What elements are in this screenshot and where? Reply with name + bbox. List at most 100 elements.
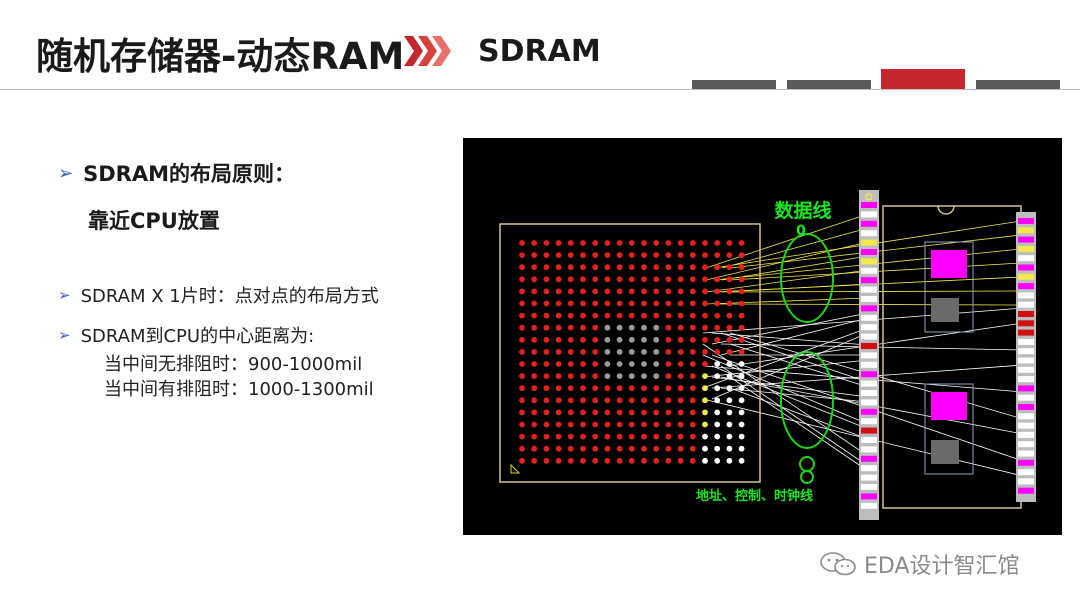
bga-ball	[702, 397, 708, 404]
strip-pad	[1018, 218, 1034, 224]
nav-tab-1	[692, 80, 776, 90]
bga-ball	[592, 300, 599, 307]
bga-ball	[726, 324, 733, 331]
strip-pad	[1018, 320, 1034, 327]
bga-ball	[616, 445, 623, 452]
bga-ball	[519, 409, 525, 416]
bga-ball	[677, 288, 684, 295]
bga-ball	[580, 433, 586, 440]
bga-ball	[653, 409, 660, 416]
bga-ball	[543, 373, 550, 379]
chip-pad	[931, 298, 959, 322]
bga-ball	[519, 373, 525, 379]
bga-ball	[738, 336, 745, 343]
bga-ball	[543, 445, 550, 452]
bga-ball	[592, 421, 599, 428]
bga-ball	[628, 264, 635, 271]
bga-ball	[567, 409, 574, 416]
bga-ball	[580, 409, 586, 416]
bga-ball	[604, 397, 611, 404]
bga-ball	[543, 349, 550, 355]
bga-ball	[677, 312, 684, 319]
bga-ball	[592, 312, 599, 319]
bga-ball	[555, 421, 562, 428]
bga-ball	[555, 409, 562, 416]
bga-ball	[726, 421, 733, 428]
bga-ball	[616, 409, 623, 416]
bga-ball	[519, 276, 525, 283]
bga-ball	[628, 397, 635, 404]
strip-pad	[861, 286, 877, 293]
strip-pad	[861, 493, 877, 500]
bga-ball	[677, 336, 684, 343]
bga-ball	[555, 349, 562, 355]
bga-ball	[689, 445, 696, 452]
strip-pad	[861, 418, 877, 425]
bga-ball	[592, 373, 599, 379]
bga-ball	[567, 445, 574, 452]
bga-ball	[567, 312, 574, 319]
bga-ball	[580, 324, 586, 331]
bga-ball	[531, 312, 538, 319]
bullet-label: SDRAM X 1片时：点对点的布局方式	[80, 286, 379, 307]
bga-ball	[555, 373, 562, 379]
strip-pad	[1018, 264, 1034, 271]
bga-ball	[531, 421, 538, 428]
bga-ball	[738, 421, 745, 428]
bga-ball	[665, 349, 672, 355]
bga-ball	[531, 349, 538, 355]
bga-ball	[714, 385, 721, 392]
arrow-bullet-icon: ➢	[58, 326, 71, 344]
nav-tab-4	[976, 80, 1060, 90]
bga-ball	[555, 312, 562, 319]
bga-ball	[641, 445, 647, 452]
bga-ball	[726, 288, 733, 295]
bga-ball	[567, 397, 574, 404]
bga-ball	[665, 336, 672, 343]
bga-ball	[653, 421, 660, 428]
watermark-text: EDA设计智汇馆	[864, 554, 1020, 579]
bga-ball	[641, 240, 647, 246]
bga-ball	[531, 445, 538, 452]
distance-line-no-resistor: 当中间无排阻时：900-1000mil	[104, 354, 363, 375]
strip-pad	[861, 455, 877, 462]
bga-ball	[677, 409, 684, 416]
bga-ball	[726, 457, 733, 464]
bga-ball	[726, 264, 733, 271]
bga-ball	[726, 349, 733, 355]
bga-ball	[555, 276, 562, 283]
bga-ball	[604, 312, 611, 319]
bga-ball	[714, 264, 721, 271]
bga-ball	[726, 276, 733, 283]
bga-ball	[665, 264, 672, 271]
bga-ball	[653, 349, 660, 355]
bga-ball	[738, 457, 745, 464]
chip-pad	[931, 392, 967, 420]
bga-ball	[628, 433, 635, 440]
bga-ball	[555, 385, 562, 392]
bga-ball	[592, 252, 599, 258]
bga-ball	[665, 252, 672, 258]
bga-ball	[677, 349, 684, 355]
strip-pad	[1018, 450, 1034, 457]
bga-ball	[653, 373, 660, 379]
bga-ball	[738, 252, 745, 258]
bga-ball	[702, 300, 708, 307]
bga-ball	[641, 252, 647, 258]
bga-ball	[702, 433, 708, 440]
bga-ball	[628, 385, 635, 392]
bga-ball	[519, 421, 525, 428]
bga-ball	[531, 264, 538, 271]
bga-ball	[714, 361, 721, 367]
bga-ball	[665, 433, 672, 440]
bga-ball	[543, 409, 550, 416]
bga-ball	[665, 373, 672, 379]
bga-ball	[628, 373, 635, 379]
bga-ball	[738, 385, 745, 392]
strip-pad	[1018, 422, 1034, 429]
bga-ball	[519, 264, 525, 271]
strip-pad	[1018, 404, 1034, 410]
bga-ball	[555, 252, 562, 258]
strip-pad	[861, 267, 877, 274]
bga-ball	[592, 264, 599, 271]
